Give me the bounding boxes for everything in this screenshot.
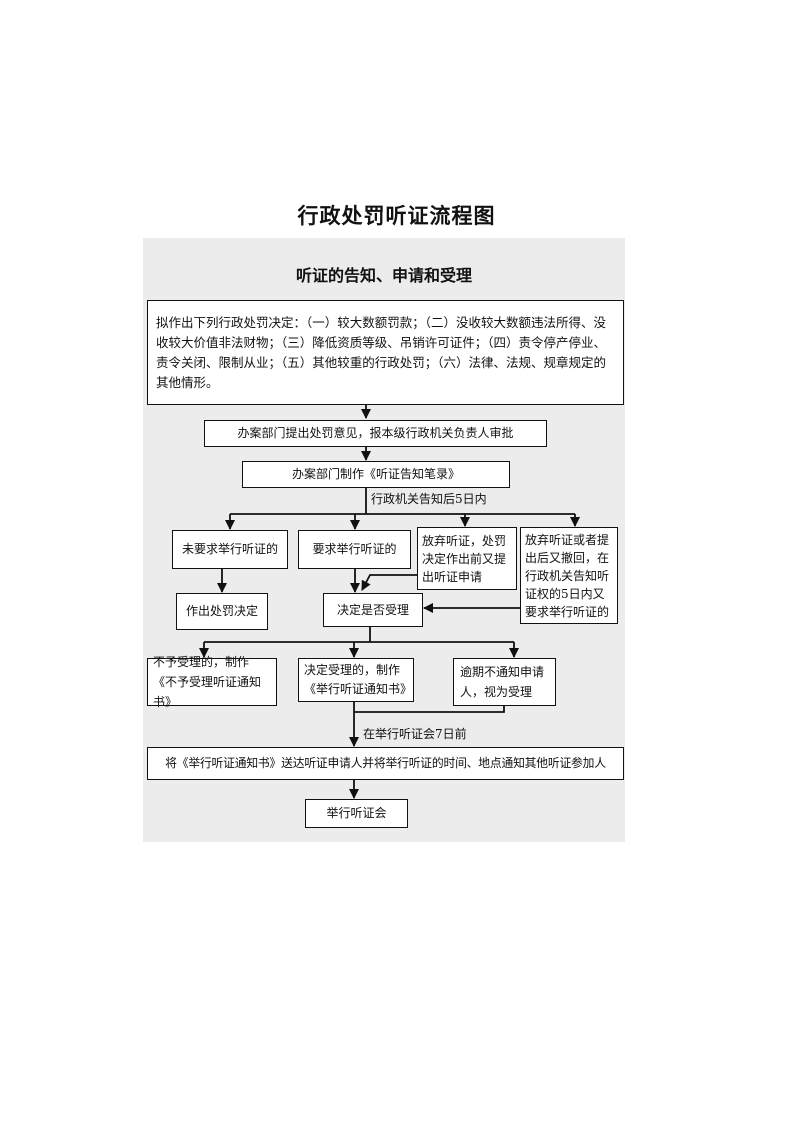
make-record-text: 办案部门制作《听证告知笔录》 <box>291 467 460 481</box>
submit-opinion-text: 办案部门提出处罚意见，报本级行政机关负责人审批 <box>237 426 514 440</box>
accepted-text: 决定受理的，制作《举行听证通知书》 <box>304 663 413 696</box>
make-record-box: 办案部门制作《听证告知笔录》 <box>242 461 510 488</box>
waive-then-request-text: 放弃听证，处罚决定作出前又提出听证申请 <box>422 533 507 584</box>
not-accepted-box: 不予受理的，制作《不予受理听证通知书》 <box>147 655 277 709</box>
conditions-text: 拟作出下列行政处罚决定：（一）较大数额罚款；（二）没收较大数额违法所得、没收较大… <box>156 314 607 390</box>
deliver-notice-box: 将《举行听证通知书》送达听证申请人并将举行听证的时间、地点通知其他听证参加人 <box>147 747 624 780</box>
waive-or-withdraw-text: 放弃听证或者提出后又撤回，在行政机关告知听证权的5日内又要求举行听证的 <box>525 532 610 619</box>
no-request-text: 未要求举行听证的 <box>181 542 278 556</box>
edge-label-seven-days-before: 在举行听证会7日前 <box>363 727 467 741</box>
hold-hearing-box: 举行听证会 <box>305 799 408 828</box>
hold-hearing-text: 举行听证会 <box>326 806 387 820</box>
no-request-box: 未要求举行听证的 <box>172 530 288 569</box>
request-box: 要求举行听证的 <box>298 530 411 569</box>
request-text: 要求举行听证的 <box>312 542 397 556</box>
deliver-notice-text: 将《举行听证通知书》送达听证申请人并将举行听证的时间、地点通知其他听证参加人 <box>165 756 606 770</box>
decide-accept-text: 决定是否受理 <box>336 602 409 617</box>
line-overdue-merge <box>354 706 505 713</box>
overdue-box: 逾期不通知申请人，视为受理 <box>453 658 556 706</box>
submit-opinion-box: 办案部门提出处罚意见，报本级行政机关负责人审批 <box>204 420 547 447</box>
arrow-waive-then-request-to-decide <box>361 574 417 591</box>
page-title: 行政处罚听证流程图 <box>297 203 496 228</box>
make-decision-box: 作出处罚决定 <box>176 593 268 630</box>
make-decision-text: 作出处罚决定 <box>185 604 258 618</box>
overdue-text: 逾期不通知申请人，视为受理 <box>460 665 545 699</box>
waive-or-withdraw-box: 放弃听证或者提出后又撤回，在行政机关告知听证权的5日内又要求举行听证的 <box>520 527 618 624</box>
waive-then-request-box: 放弃听证，处罚决定作出前又提出听证申请 <box>417 527 517 590</box>
edge-label-within-5-days: 行政机关告知后5日内 <box>371 492 487 506</box>
conditions-box: 拟作出下列行政处罚决定：（一）较大数额罚款；（二）没收较大数额违法所得、没收较大… <box>147 300 624 405</box>
not-accepted-text: 不予受理的，制作《不予受理听证通知书》 <box>153 655 262 709</box>
section-title: 听证的告知、申请和受理 <box>295 266 472 285</box>
decide-accept-box: 决定是否受理 <box>323 593 423 627</box>
accepted-box: 决定受理的，制作《举行听证通知书》 <box>298 658 414 702</box>
